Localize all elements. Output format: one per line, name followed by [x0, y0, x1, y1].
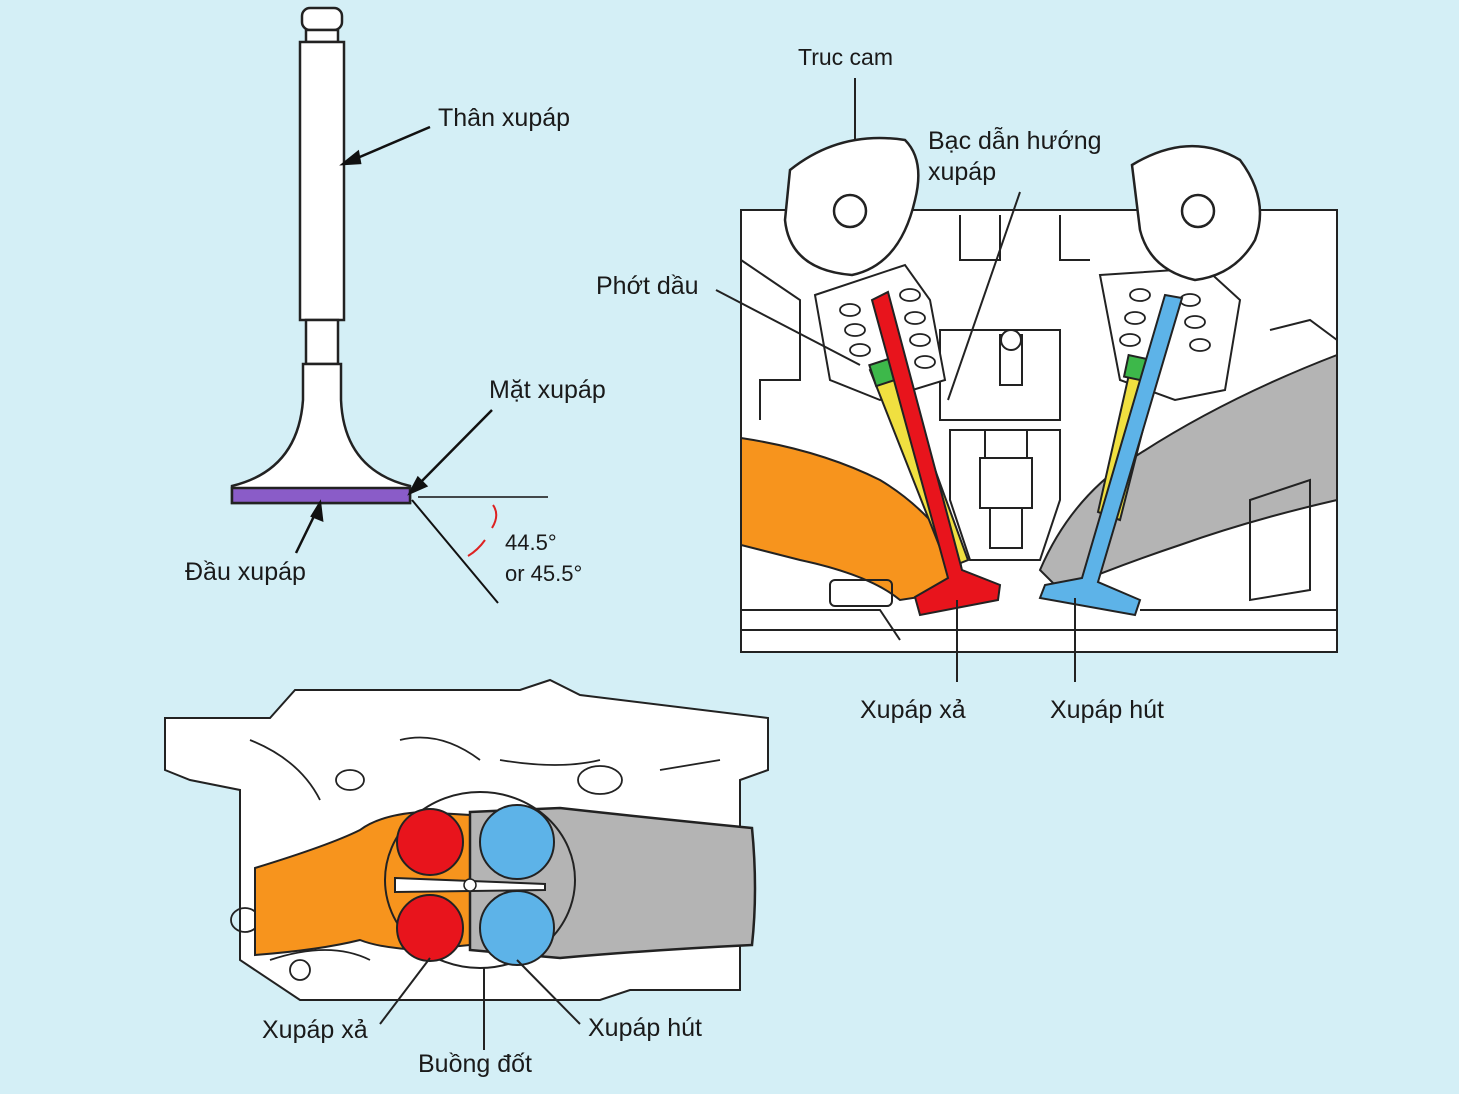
head-section — [740, 136, 1338, 653]
label-xupap-xa-bottom: Xupáp xả — [262, 1016, 368, 1044]
label-xupap-xa-top: Xupáp xả — [860, 696, 966, 724]
label-dau-xupap: Đầu xupáp — [185, 558, 306, 586]
label-bac-dan-line2: xupáp — [928, 158, 997, 187]
label-mat-xupap: Mặt xupáp — [489, 376, 606, 404]
valve-leaders — [294, 125, 548, 604]
label-bac-dan-line1: Bạc dẫn hướng — [928, 127, 1102, 155]
head-leaders — [715, 78, 1076, 682]
label-truc-cam: Truc cam — [798, 44, 893, 70]
label-bac-dan-huong: Bạc dẫn hướng xupáp — [928, 126, 1102, 189]
label-than-xupap: Thân xupáp — [438, 104, 571, 132]
label-angle-1: 44.5° — [505, 530, 557, 555]
head-bottom-view — [164, 678, 769, 1001]
label-xupap-hut-bottom: Xupáp hút — [588, 1014, 702, 1042]
valve-drawing — [230, 6, 412, 505]
label-xupap-hut-top: Xupáp hút — [1050, 696, 1164, 724]
bottom-leaders — [379, 957, 581, 1050]
label-phot-dau: Phớt dầu — [596, 272, 699, 300]
label-angle-2: or 45.5° — [505, 561, 583, 586]
label-buong-dot: Buồng đốt — [418, 1050, 532, 1078]
